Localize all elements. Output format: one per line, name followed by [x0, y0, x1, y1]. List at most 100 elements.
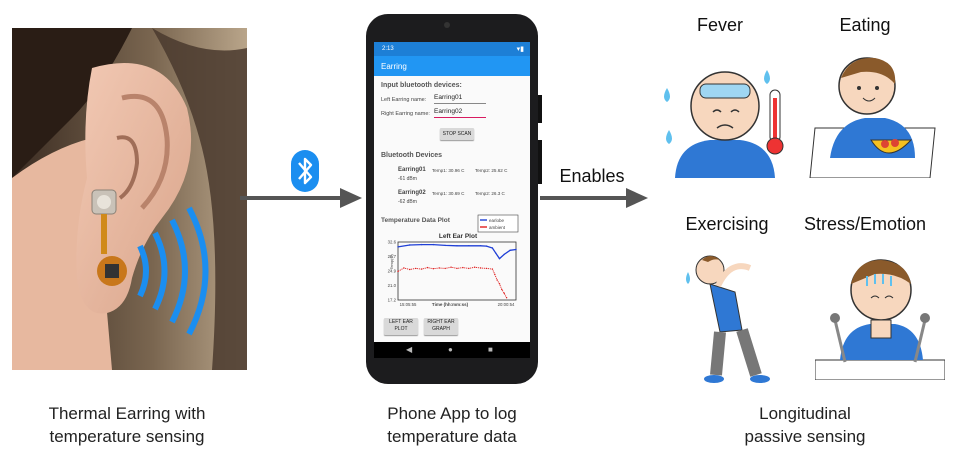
eating-illustration	[809, 57, 936, 178]
x-tick-label: 15:05:55	[400, 302, 417, 307]
data-point-ambient	[409, 268, 411, 271]
app-bar: Earring	[374, 56, 530, 76]
legend-label-ambient: ambient	[489, 225, 506, 230]
arrow-earring-to-phone	[240, 188, 362, 208]
nav-bar: ◀ ● ■	[374, 342, 530, 358]
phone-screen: 2:13 ▾▮ Earring Input bluetooth devices:…	[374, 42, 530, 358]
data-point-ambient	[468, 267, 470, 270]
y-tick-label: 21.0	[388, 283, 397, 288]
data-point-earlobe	[468, 245, 470, 247]
series-line-earlobe	[397, 243, 517, 260]
data-point-ambient	[503, 292, 505, 294]
y-tick-label: 17.2	[388, 298, 397, 303]
earring-caption-line-1: Thermal Earring with	[48, 404, 206, 423]
data-point-earlobe	[444, 244, 446, 247]
left-earring-label: Left Earring name:	[381, 97, 427, 103]
right-ear-graph-button[interactable]: RIGHT EAR GRAPH	[424, 318, 458, 335]
status-time: 2:13	[382, 46, 394, 52]
phone-caption-line-2: temperature data	[387, 427, 517, 446]
fever-illustration	[664, 70, 784, 178]
plot-header: Temperature Data Plot	[381, 217, 450, 224]
right-ear-graph-label-1: RIGHT EAR	[427, 319, 455, 325]
right-earring-label: Right Earring name:	[381, 111, 430, 117]
data-point-ambient	[420, 268, 423, 270]
data-point-earlobe	[397, 246, 399, 248]
data-point-earlobe	[515, 248, 517, 251]
data-point-ambient	[462, 266, 464, 269]
power-button	[538, 95, 542, 123]
right-earring-input[interactable]: Earring02	[434, 108, 486, 118]
series-line-ambient	[397, 266, 507, 298]
chart-title: Left Ear Plot	[439, 233, 478, 240]
x-axis-label: Time (hh:mm:ss)	[432, 302, 469, 307]
data-point-earlobe	[420, 243, 423, 246]
data-point-earlobe	[503, 253, 505, 256]
data-point-ambient	[426, 266, 429, 269]
chart-legend: earlobe ambient	[477, 214, 519, 233]
data-point-ambient	[505, 297, 508, 299]
plot-frame	[397, 241, 517, 301]
bluetooth-devices-header: Bluetooth Devices	[381, 152, 443, 159]
device-temp2: Temp2: 25.62 C	[475, 168, 508, 173]
thermal-earring-photo	[12, 28, 247, 370]
data-point-ambient	[496, 279, 498, 281]
data-point-earlobe	[498, 257, 501, 260]
phone-caption-line-1: Phone App to log	[387, 404, 517, 423]
arrow-phone-to-sensing	[540, 188, 648, 208]
device-temp2: Temp2: 26.3 C	[475, 191, 505, 196]
back-icon[interactable]: ◀	[406, 345, 413, 354]
exercising-illustration	[686, 255, 770, 383]
right-ear-graph-label-2: GRAPH	[432, 326, 450, 332]
data-point-earlobe	[491, 247, 494, 249]
input-devices-header: Input bluetooth devices:	[381, 82, 462, 89]
device-temp1: Temp1: 30.96 C	[432, 168, 465, 173]
data-point-ambient	[432, 268, 435, 270]
volume-button	[538, 140, 542, 184]
data-point-earlobe	[456, 245, 458, 247]
earring-caption: Thermal Earring with temperature sensing	[22, 402, 232, 448]
data-point-ambient	[415, 267, 417, 270]
data-point-ambient	[450, 266, 452, 268]
home-icon[interactable]: ●	[448, 345, 453, 354]
phone-caption: Phone App to log temperature data	[352, 402, 552, 448]
data-point-ambient	[397, 270, 399, 273]
earring-caption-line-2: temperature sensing	[49, 427, 205, 446]
recents-icon[interactable]: ■	[488, 345, 493, 354]
data-point-ambient	[498, 283, 501, 285]
data-point-ambient	[456, 267, 458, 270]
data-point-ambient	[494, 273, 496, 276]
fever-label: Fever	[696, 15, 743, 35]
left-earring-input[interactable]: Earring01	[434, 94, 486, 104]
data-point-earlobe	[485, 245, 488, 247]
stress-illustration	[815, 259, 945, 380]
data-point-ambient	[474, 266, 476, 268]
legend-label-earlobe: earlobe	[489, 218, 505, 223]
device-temp1: Temp1: 30.69 C	[432, 191, 465, 196]
exercising-label: Exercising	[685, 214, 769, 234]
ear-illustration	[12, 28, 247, 370]
left-ear-plot-label-1: LEFT EAR	[389, 319, 413, 325]
data-point-ambient	[501, 288, 503, 291]
data-point-ambient	[403, 267, 405, 269]
bluetooth-icon	[291, 150, 319, 192]
front-camera	[444, 22, 450, 28]
stop-scan-button[interactable]: STOP SCAN	[440, 128, 474, 140]
data-point-ambient	[438, 267, 440, 269]
sensing-caption-line-2: passive sensing	[744, 427, 866, 446]
device-name: Earring01	[398, 167, 426, 173]
data-point-ambient	[485, 267, 488, 270]
chart-series	[397, 243, 517, 299]
status-bar: 2:13 ▾▮	[374, 42, 530, 56]
device-name: Earring02	[398, 190, 426, 196]
data-point-earlobe	[409, 244, 411, 246]
data-point-earlobe	[479, 245, 482, 247]
x-tick-label: 20:00:54	[498, 302, 515, 307]
device-rssi: -61 dBm	[398, 176, 417, 182]
app-title: Earring	[381, 62, 407, 71]
chart-axes	[397, 241, 517, 301]
y-tick-label: 28.7	[388, 254, 397, 259]
left-ear-plot-button[interactable]: LEFT EAR PLOT	[384, 318, 418, 335]
stress-emotion-label: Stress/Emotion	[803, 214, 927, 234]
sensing-caption: Longitudinal passive sensing	[705, 402, 905, 448]
